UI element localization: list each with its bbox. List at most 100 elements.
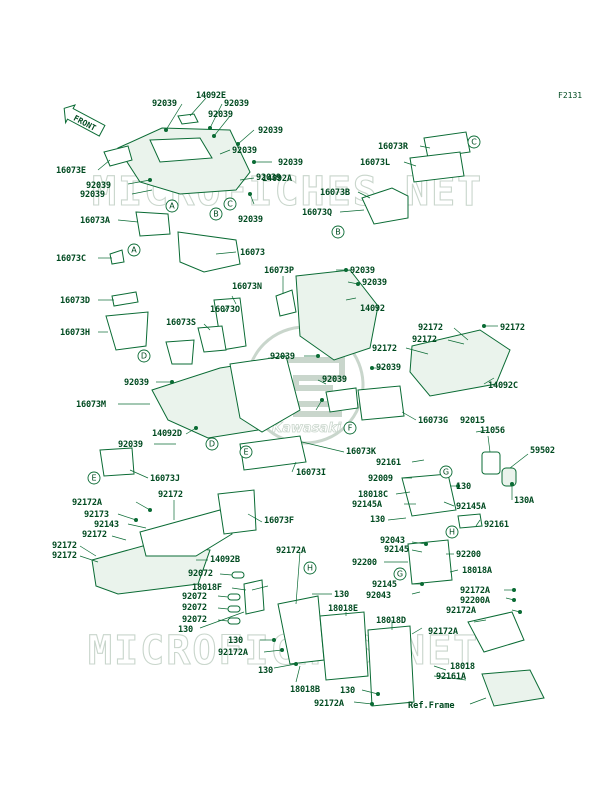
fastener-marker — [316, 354, 320, 358]
fastener-marker — [376, 692, 380, 696]
label-92172-d: 92172 — [372, 344, 397, 354]
leader-line — [317, 379, 327, 385]
label-14092d: 14092D — [152, 429, 182, 439]
part-16073l — [409, 151, 465, 183]
fastener-marker — [420, 582, 424, 586]
label-14092b: 14092B — [210, 555, 240, 565]
label-92039-g: 92039 — [86, 181, 111, 191]
fastener-marker — [294, 662, 298, 666]
label-11056: 11056 — [480, 426, 505, 436]
leader-line — [135, 501, 151, 511]
part-92072-d — [227, 617, 241, 625]
label-18018d: 18018D — [376, 616, 406, 626]
leader-line — [483, 377, 495, 385]
leader-line — [345, 297, 357, 301]
fastener-marker — [356, 282, 360, 286]
label-92172a-c: 92172A — [460, 586, 491, 596]
label-92039-q: 92039 — [118, 440, 143, 450]
label-92200-a: 92200 — [456, 550, 481, 560]
leader-line — [215, 251, 237, 255]
part-16073d — [111, 291, 139, 307]
callout-e-left — [87, 471, 101, 485]
leader-line — [475, 519, 481, 527]
label-92039-k: 92039 — [350, 266, 375, 276]
leader-line — [219, 573, 233, 576]
part-18018c — [401, 473, 457, 517]
label-92161-a: 92161 — [376, 458, 401, 468]
label-16073s: 16073S — [166, 318, 196, 328]
leader-line — [247, 513, 263, 523]
callout-g-right — [439, 465, 453, 479]
label-16073i: 16073I — [296, 468, 326, 478]
leader-line — [237, 129, 255, 145]
label-14092c: 14092C — [488, 381, 518, 391]
front-cowl-part — [117, 127, 251, 195]
label-92072-a: 92072 — [188, 569, 213, 579]
label-92172a-a: 92172A — [72, 498, 103, 508]
label-92172-f: 92172 — [82, 530, 107, 540]
label-92043-a: 92043 — [380, 536, 405, 546]
callout-d-center-letter: D — [209, 440, 215, 449]
label-92172-b: 92172 — [500, 323, 525, 333]
label-92072-c: 92072 — [182, 603, 207, 613]
leader-line — [217, 595, 229, 598]
callout-e-center-letter: E — [243, 448, 248, 457]
leader-line — [273, 663, 297, 669]
label-130a: 130A — [514, 496, 535, 506]
leader-line — [217, 607, 229, 610]
label-18018e: 18018E — [328, 604, 358, 614]
leader-line — [213, 115, 231, 137]
label-92039-d: 92039 — [258, 126, 283, 136]
fastener-marker — [212, 134, 216, 138]
label-130-f: 130 — [258, 666, 273, 676]
label-92200a: 92200A — [460, 596, 491, 606]
callout-f-center — [343, 421, 357, 435]
label-16073l: 16073L — [360, 158, 390, 168]
callout-e-center — [239, 445, 253, 459]
leader-line — [203, 323, 211, 331]
label-92173: 92173 — [84, 510, 109, 520]
leader-line — [433, 665, 447, 671]
label-18018b: 18018B — [290, 685, 320, 695]
part-16073g-left — [325, 387, 359, 413]
label-ref-frame: Ref.Frame — [408, 701, 455, 711]
label-130-e: 130 — [228, 636, 243, 646]
label-16073f: 16073F — [264, 516, 294, 526]
fastener-marker — [248, 192, 252, 196]
leader-line — [401, 411, 417, 421]
label-14092: 14092 — [360, 304, 385, 314]
callout-e-left-letter: E — [91, 474, 96, 483]
leader-line — [295, 665, 301, 683]
part-14092b-upper — [139, 509, 233, 557]
part-18018 — [467, 611, 525, 653]
leader-line — [411, 627, 423, 635]
label-14092e: 14092E — [196, 91, 226, 101]
callout-a-mid — [127, 243, 141, 257]
part-16073 — [177, 231, 241, 273]
label-18018c: 18018C — [358, 490, 388, 500]
label-92039-h: 92039 — [80, 190, 105, 200]
front-cowl-upper-part — [149, 137, 213, 163]
leader-line — [301, 441, 345, 453]
fastener-marker — [272, 638, 276, 642]
label-92145a-a: 92145A — [352, 500, 383, 510]
leader-line — [411, 591, 421, 595]
fastener-marker — [320, 398, 324, 402]
leader-line — [129, 469, 149, 479]
leader-line — [443, 501, 455, 507]
part-16073s — [197, 325, 227, 353]
leader-line — [353, 701, 373, 705]
part-16073b — [361, 187, 409, 225]
label-92039-j: 92039 — [256, 173, 281, 183]
part-18018e — [319, 611, 369, 681]
callout-b-mid — [331, 225, 345, 239]
part-59502 — [501, 467, 517, 487]
label-92039-i: 92039 — [238, 215, 263, 225]
label-92039-e: 92039 — [232, 146, 257, 156]
label-16073q: 16073Q — [302, 208, 332, 218]
label-16073m: 16073M — [76, 400, 106, 410]
callout-a-top — [165, 199, 179, 213]
fastener-marker — [512, 588, 516, 592]
callout-b-top-letter: B — [213, 210, 219, 219]
label-59502: 59502 — [530, 446, 555, 456]
